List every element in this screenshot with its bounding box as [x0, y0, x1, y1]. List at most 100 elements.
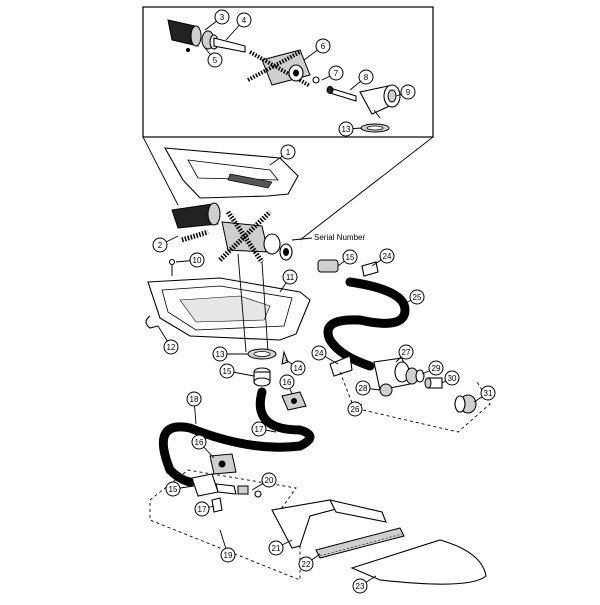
callout-15: 15 [337, 249, 358, 267]
callout-1: 1 [269, 144, 296, 166]
part-ring-29 [415, 369, 425, 383]
callout-circle [342, 249, 358, 265]
callout-14: 14 [285, 359, 306, 376]
callout-number: 31 [484, 389, 493, 398]
callout-circle [358, 69, 374, 85]
callout-circle [352, 578, 368, 594]
callout-number: 16 [283, 378, 292, 387]
callout-number: 14 [294, 364, 303, 373]
part-roller-assembly [171, 202, 293, 264]
callout-24: 24 [311, 345, 339, 365]
callout-number: 1 [286, 148, 291, 157]
callout-number: 2 [158, 241, 163, 250]
callout-18: 18 [186, 391, 202, 425]
callout-number: 11 [286, 273, 295, 282]
callout-16: 16 [191, 434, 215, 459]
callout-circle [212, 346, 228, 362]
callout-circle [379, 248, 395, 264]
callout-circle [280, 144, 296, 160]
callout-10: 10 [175, 252, 205, 268]
callout-circle [282, 269, 298, 285]
inset-connector-left [142, 136, 179, 206]
part-bearing-30 [424, 377, 443, 389]
callout-13: 13 [212, 346, 248, 362]
callout-number: 4 [242, 16, 247, 25]
callout-20: 20 [251, 472, 277, 491]
group-19-outline [149, 469, 301, 581]
callout-circle [186, 391, 202, 407]
callout-11: 11 [279, 269, 298, 293]
part-fitting-20 [237, 485, 262, 498]
callout-circle [214, 9, 230, 25]
callout-circle [480, 385, 496, 401]
callout-number: 15 [169, 485, 178, 494]
callout-19: 19 [219, 529, 236, 563]
callout-13: 13 [338, 121, 363, 137]
callout-circle [328, 65, 344, 81]
callout-circle [261, 472, 277, 488]
group-26-outline [339, 371, 491, 433]
inset-gear-wheel [247, 49, 311, 88]
callout-number: 24 [383, 252, 392, 261]
callout-7: 7 [321, 65, 344, 81]
inset-connector-right [299, 136, 434, 241]
callout-number: 3 [220, 13, 225, 22]
callout-circle [428, 360, 444, 376]
callout-circle [189, 252, 205, 268]
callout-number: 12 [167, 343, 176, 352]
callout-circle [207, 52, 223, 68]
part-gasket-13 [247, 348, 277, 360]
callout-circle [268, 540, 284, 556]
callout-8: 8 [349, 69, 374, 91]
callout-26: 26 [347, 401, 363, 417]
part-gear-28 [379, 383, 393, 397]
callout-15: 15 [219, 363, 255, 379]
callout-circle [191, 434, 207, 450]
callout-circle [219, 363, 235, 379]
callout-circle [220, 547, 236, 563]
callout-25: 25 [399, 289, 425, 307]
callout-circle [194, 501, 210, 517]
part-tail-fin-23 [350, 539, 487, 585]
callout-23: 23 [352, 575, 377, 594]
callout-number: 5 [213, 56, 218, 65]
callout-number: 13 [216, 350, 225, 359]
callout-27: 27 [395, 344, 414, 363]
part-clip-24b [329, 355, 353, 377]
callout-29: 29 [421, 360, 444, 376]
callout-circle [298, 556, 314, 572]
part-bracket-21 [271, 499, 387, 549]
callout-circle [251, 421, 267, 437]
part-nozzle-15c [191, 473, 237, 497]
part-wheel-31 [454, 394, 477, 414]
callout-number: 19 [224, 551, 233, 560]
callout-circle [163, 339, 179, 355]
part-swivel-16b [209, 453, 237, 475]
callout-number: 13 [342, 125, 351, 134]
callout-9: 9 [395, 84, 416, 100]
callout-number: 20 [265, 476, 274, 485]
callout-6: 6 [303, 38, 331, 61]
callout-28: 28 [355, 380, 381, 396]
callout-circle [311, 345, 327, 361]
callout-circle [279, 374, 295, 390]
callout-number: 15 [346, 253, 355, 262]
part-screw-10 [168, 258, 176, 276]
callout-31: 31 [473, 385, 496, 403]
part-clip-24a [361, 261, 379, 277]
callout-circle [347, 401, 363, 417]
callout-24: 24 [371, 248, 395, 267]
callout-15: 15 [165, 481, 195, 497]
callout-4: 4 [225, 12, 252, 41]
callout-22: 22 [298, 553, 321, 572]
part-clip-17b [211, 497, 223, 513]
callout-number: 25 [413, 293, 422, 302]
part-swivel-27 [373, 357, 419, 391]
callout-circle [444, 370, 460, 386]
callout-17: 17 [194, 501, 215, 517]
callout-number: 27 [402, 348, 411, 357]
callout-number: 30 [448, 374, 457, 383]
